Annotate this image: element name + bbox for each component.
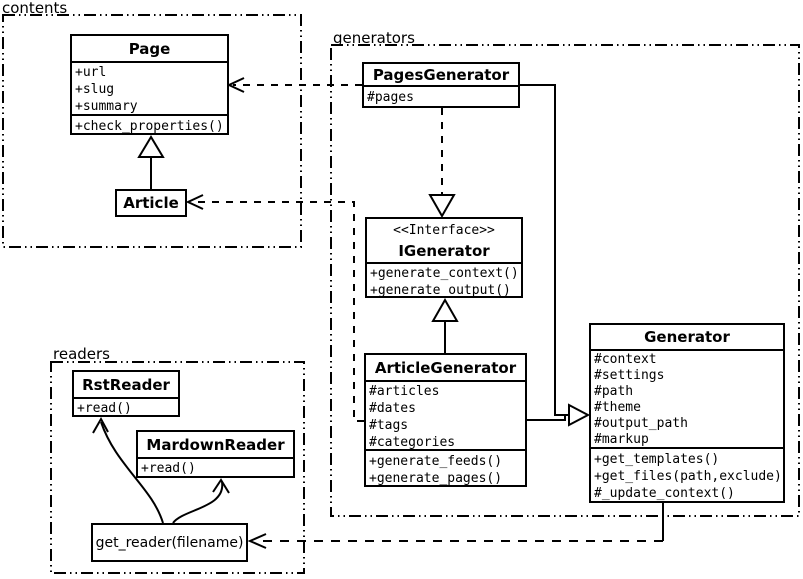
open-arrowhead-icon xyxy=(92,416,109,434)
method-row: +generate_pages() xyxy=(369,471,503,485)
class-title: Article xyxy=(123,194,179,212)
stereotype-label: <<Interface>> xyxy=(393,223,495,238)
attribute-row: #tags xyxy=(369,418,409,433)
interface-igenerator: <<Interface>> IGenerator +generate_conte… xyxy=(365,217,523,298)
methods-section: +read() xyxy=(138,459,293,476)
class-title: MardownReader xyxy=(138,432,293,459)
method-row: +generate_feeds() xyxy=(369,454,503,469)
interface-header: <<Interface>> IGenerator xyxy=(367,219,521,264)
realization-pagesgenerator-igenerator xyxy=(428,108,456,219)
attribute-row: #markup xyxy=(594,432,649,447)
dependency-pagesgenerator-page xyxy=(226,77,362,93)
attributes-section: #context #settings #path #theme #output_… xyxy=(591,351,783,447)
attributes-section: +url +slug +summary xyxy=(72,63,227,114)
open-arrowhead-icon xyxy=(212,478,230,494)
class-title: RstReader xyxy=(74,372,178,399)
open-arrowhead-icon xyxy=(185,194,204,210)
method-row: +read() xyxy=(141,461,196,476)
methods-section: +generate_feeds() +generate_pages() xyxy=(366,449,525,485)
method-row: +get_files(path,exclude) xyxy=(594,469,782,484)
attributes-section: #articles #dates #tags #categories xyxy=(366,382,525,449)
attribute-row: #dates xyxy=(369,401,416,416)
class-title: Page xyxy=(72,36,227,63)
attribute-row: #path xyxy=(594,384,634,399)
attribute-row: #theme xyxy=(594,400,641,415)
methods-section: +get_templates() +get_files(path,exclude… xyxy=(591,447,783,501)
package-border-generators xyxy=(330,44,800,517)
class-pagesgenerator: PagesGenerator #pages xyxy=(362,62,520,108)
method-row: +get_templates() xyxy=(594,452,720,467)
class-title: PagesGenerator xyxy=(364,64,518,87)
class-mardownreader: MardownReader +read() xyxy=(136,430,295,478)
attribute-row: #pages xyxy=(367,90,414,105)
methods-section: +generate_context() +generate_output() xyxy=(367,264,521,296)
attributes-section: #pages xyxy=(364,87,518,106)
attribute-row: #context xyxy=(594,352,657,367)
class-generator: Generator #context #settings #path #them… xyxy=(589,323,785,503)
attribute-row: #output_path xyxy=(594,416,688,431)
inheritance-generators-generator xyxy=(520,84,591,427)
method-row: +generate_output() xyxy=(370,283,511,296)
hollow-triangle-icon xyxy=(137,135,165,158)
attribute-row: +slug xyxy=(75,82,115,97)
method-row: +read() xyxy=(77,401,132,415)
open-arrowhead-icon xyxy=(226,77,245,93)
hollow-triangle-icon xyxy=(428,194,456,219)
methods-section: +read() xyxy=(74,399,178,415)
class-rstreader: RstReader +read() xyxy=(72,370,180,417)
inheritance-article-page xyxy=(137,135,165,189)
package-label-contents: contents xyxy=(2,0,68,17)
package-border-contents xyxy=(2,14,302,248)
arrow-getreader-mardownreader xyxy=(172,478,230,524)
method-row: #_update_context() xyxy=(594,486,735,501)
attribute-row: +summary xyxy=(75,99,138,114)
hollow-triangle-icon xyxy=(568,403,591,427)
class-page: Page +url +slug +summary +check_properti… xyxy=(70,34,229,135)
class-articlegenerator: ArticleGenerator #articles #dates #tags … xyxy=(364,353,527,487)
attribute-row: #articles xyxy=(369,384,440,399)
package-border-readers xyxy=(50,361,305,574)
attribute-row: +url xyxy=(75,65,107,80)
dependency-generator-getreader xyxy=(247,503,664,549)
attribute-row: #categories xyxy=(369,435,456,449)
class-title: Generator xyxy=(591,325,783,351)
attribute-row: #settings xyxy=(594,368,665,383)
method-row: +generate_context() xyxy=(370,266,519,281)
arrow-getreader-rstreader xyxy=(92,416,164,524)
open-arrowhead-icon xyxy=(247,533,267,549)
package-label-generators: generators xyxy=(333,29,415,47)
inheritance-articlegenerator-igenerator xyxy=(431,297,459,353)
dependency-articlegenerator-article xyxy=(185,194,364,422)
function-label: get_reader(filename) xyxy=(95,534,244,551)
hollow-triangle-icon xyxy=(431,297,459,322)
method-row: +check_properties() xyxy=(75,119,224,133)
methods-section: +check_properties() xyxy=(72,114,227,133)
class-article: Article xyxy=(115,189,187,217)
function-get-reader: get_reader(filename) xyxy=(91,523,248,562)
package-label-readers: readers xyxy=(53,345,110,363)
class-title: ArticleGenerator xyxy=(366,355,525,382)
class-title: IGenerator xyxy=(398,242,490,260)
